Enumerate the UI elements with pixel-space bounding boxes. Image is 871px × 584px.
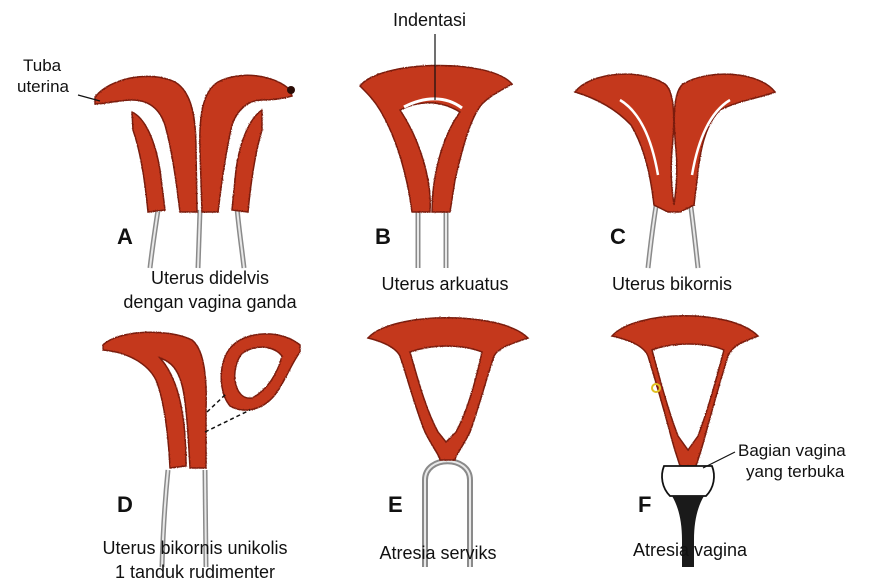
- caption-a-line-1: Uterus didelvis: [123, 266, 296, 290]
- panel-c-illustration: [575, 74, 775, 268]
- panel-letter-f: F: [638, 492, 651, 518]
- rudimentary-horn: [221, 334, 300, 410]
- caption-d: Uterus bikornis unikolis 1 tanduk rudime…: [102, 536, 287, 584]
- caption-e: Atresia serviks: [379, 541, 496, 565]
- left-inner-horn: [132, 112, 165, 212]
- caption-a: Uterus didelvis dengan vagina ganda: [123, 266, 296, 314]
- panel-letter-d: D: [117, 492, 133, 518]
- tuba-uterina-label: Tuba uterina: [17, 55, 69, 97]
- caption-f: Atresia vagina: [633, 538, 747, 562]
- right-inner-horn: [232, 110, 262, 212]
- caption-d-line-2: 1 tanduk rudimenter: [102, 560, 287, 584]
- panel-f-illustration: [612, 316, 758, 567]
- rudimentary-link-upper: [207, 394, 226, 412]
- panel-d-illustration: [103, 332, 300, 567]
- tuba-label-line-1: Tuba: [17, 55, 69, 76]
- caption-c-line-1: Uterus bikornis: [612, 272, 732, 296]
- panel-letter-b: B: [375, 224, 391, 250]
- tuba-label-line-2: uterina: [17, 76, 69, 97]
- caption-a-line-2: dengan vagina ganda: [123, 290, 296, 314]
- rudimentary-link-lower: [205, 410, 250, 432]
- bagian-label-line-2: yang terbuka: [738, 461, 846, 482]
- uterus-f: [612, 316, 758, 466]
- panel-letter-a: A: [117, 224, 133, 250]
- uterus-e: [368, 318, 528, 460]
- caption-e-line-1: Atresia serviks: [379, 541, 496, 565]
- panel-letter-e: E: [388, 492, 403, 518]
- open-vagina-part: [662, 466, 714, 496]
- indentasi-label: Indentasi: [393, 10, 466, 31]
- caption-c: Uterus bikornis: [612, 272, 732, 296]
- bagian-label-line-1: Bagian vagina: [738, 440, 846, 461]
- bicornuate-body: [575, 74, 775, 212]
- caption-b-line-1: Uterus arkuatus: [381, 272, 508, 296]
- panel-a-illustration: [78, 75, 295, 268]
- caption-b: Uterus arkuatus: [381, 272, 508, 296]
- arcuate-fundus: [360, 65, 512, 212]
- ovary-dot: [287, 86, 295, 94]
- vagina-tube-left-inner: [150, 210, 158, 268]
- panel-e-illustration: [368, 318, 528, 567]
- caption-d-line-1: Uterus bikornis unikolis: [102, 536, 287, 560]
- bagian-vagina-label: Bagian vagina yang terbuka: [738, 440, 846, 482]
- bagian-vagina-leader-line: [703, 452, 735, 468]
- caption-f-line-1: Atresia vagina: [633, 538, 747, 562]
- functional-horn: [103, 332, 206, 468]
- panel-letter-c: C: [610, 224, 626, 250]
